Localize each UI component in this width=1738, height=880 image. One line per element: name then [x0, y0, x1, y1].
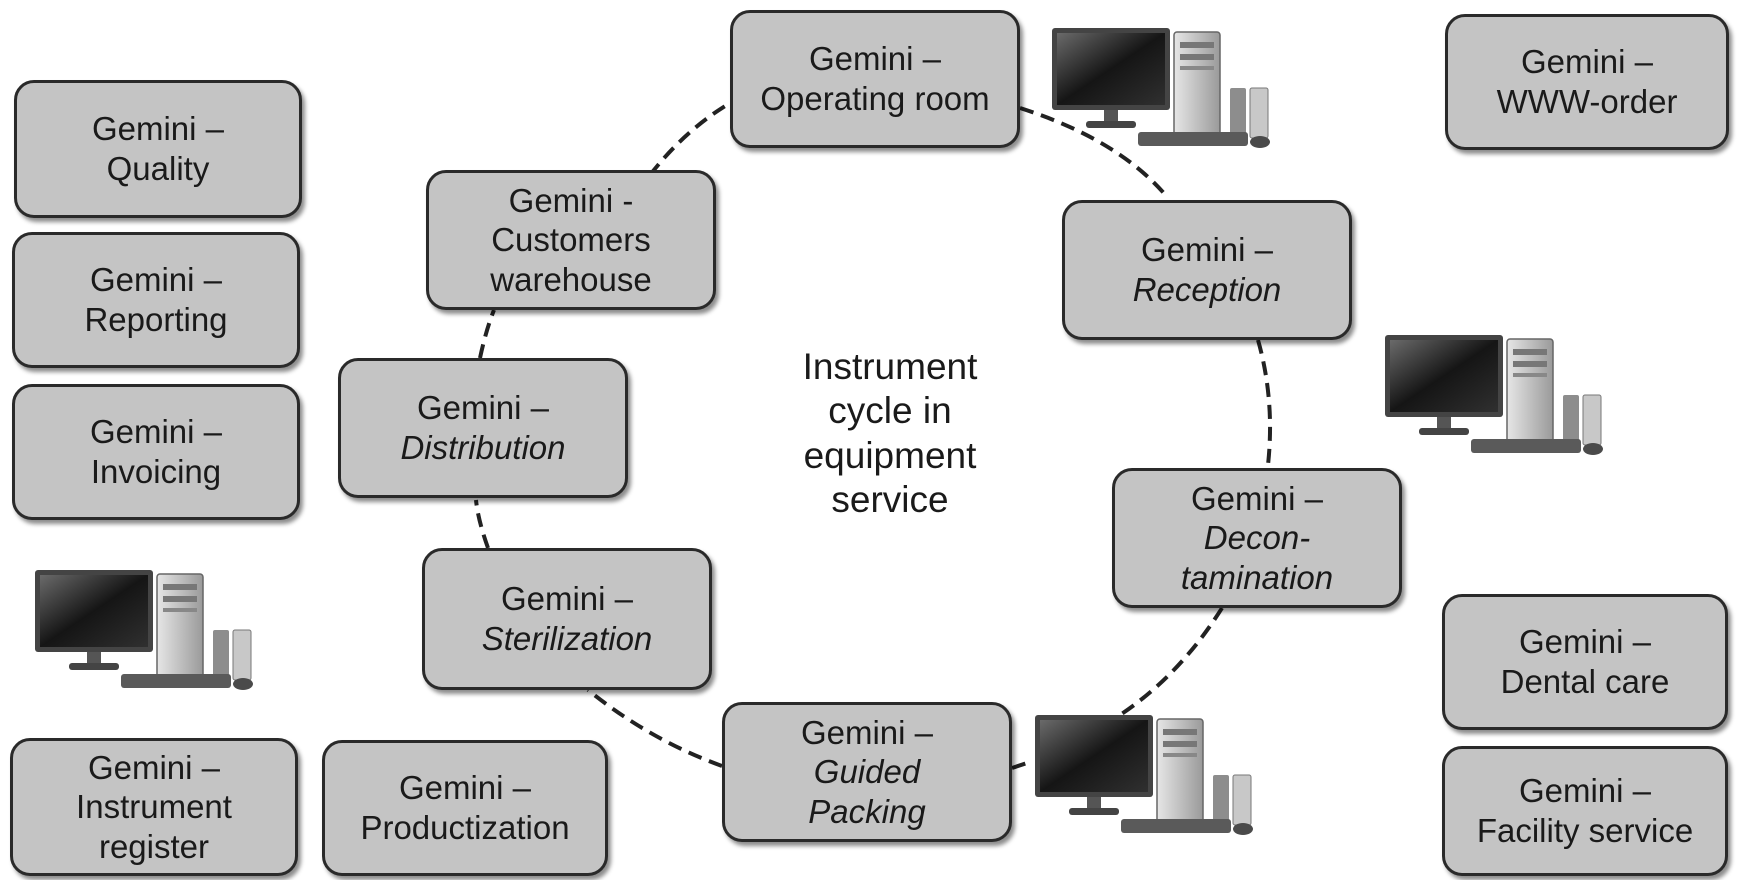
box-customers-warehouse: Gemini - Customers warehouse [426, 170, 716, 310]
desktop-computer-icon [1034, 714, 1254, 836]
box-www-order: Gemini – WWW-order [1445, 14, 1729, 150]
box-facility-service: Gemini – Facility service [1442, 746, 1728, 876]
connector-packing-to-sterilization [586, 688, 723, 768]
box-operating-room: Gemini – Operating room [730, 10, 1020, 148]
connector-distribution-to-warehouse [478, 309, 496, 359]
box-dental-care: Gemini – Dental care [1442, 594, 1728, 730]
desktop-computer-icon [1384, 334, 1604, 456]
box-reporting: Gemini – Reporting [12, 232, 300, 368]
box-invoicing: Gemini – Invoicing [12, 384, 300, 520]
box-distribution: Gemini – Distribution [338, 358, 628, 498]
center-title: Instrument cycle in equipment service [802, 346, 978, 521]
box-decontamination: Gemini – Decon- tamination [1112, 468, 1402, 608]
box-guided-packing: Gemini – Guided Packing [722, 702, 1012, 842]
box-productization: Gemini – Productization [322, 740, 608, 876]
connector-operating-to-reception [1019, 106, 1170, 200]
box-instrument-register: Gemini – Instrument register [10, 738, 298, 876]
box-quality: Gemini – Quality [14, 80, 302, 218]
connector-warehouse-to-operating [648, 101, 732, 177]
cycle-connectors [474, 101, 1272, 770]
connector-packing-to-pc [1011, 760, 1031, 770]
connector-sterilization-to-distribution [474, 499, 490, 549]
box-sterilization: Gemini – Sterilization [422, 548, 712, 690]
connector-reception-to-decontamination [1256, 339, 1272, 466]
box-reception: Gemini – Reception [1062, 200, 1352, 340]
desktop-computer-icon [1051, 27, 1271, 149]
desktop-computer-icon [34, 569, 254, 691]
connector-decontamination-to-packing [1118, 606, 1224, 717]
